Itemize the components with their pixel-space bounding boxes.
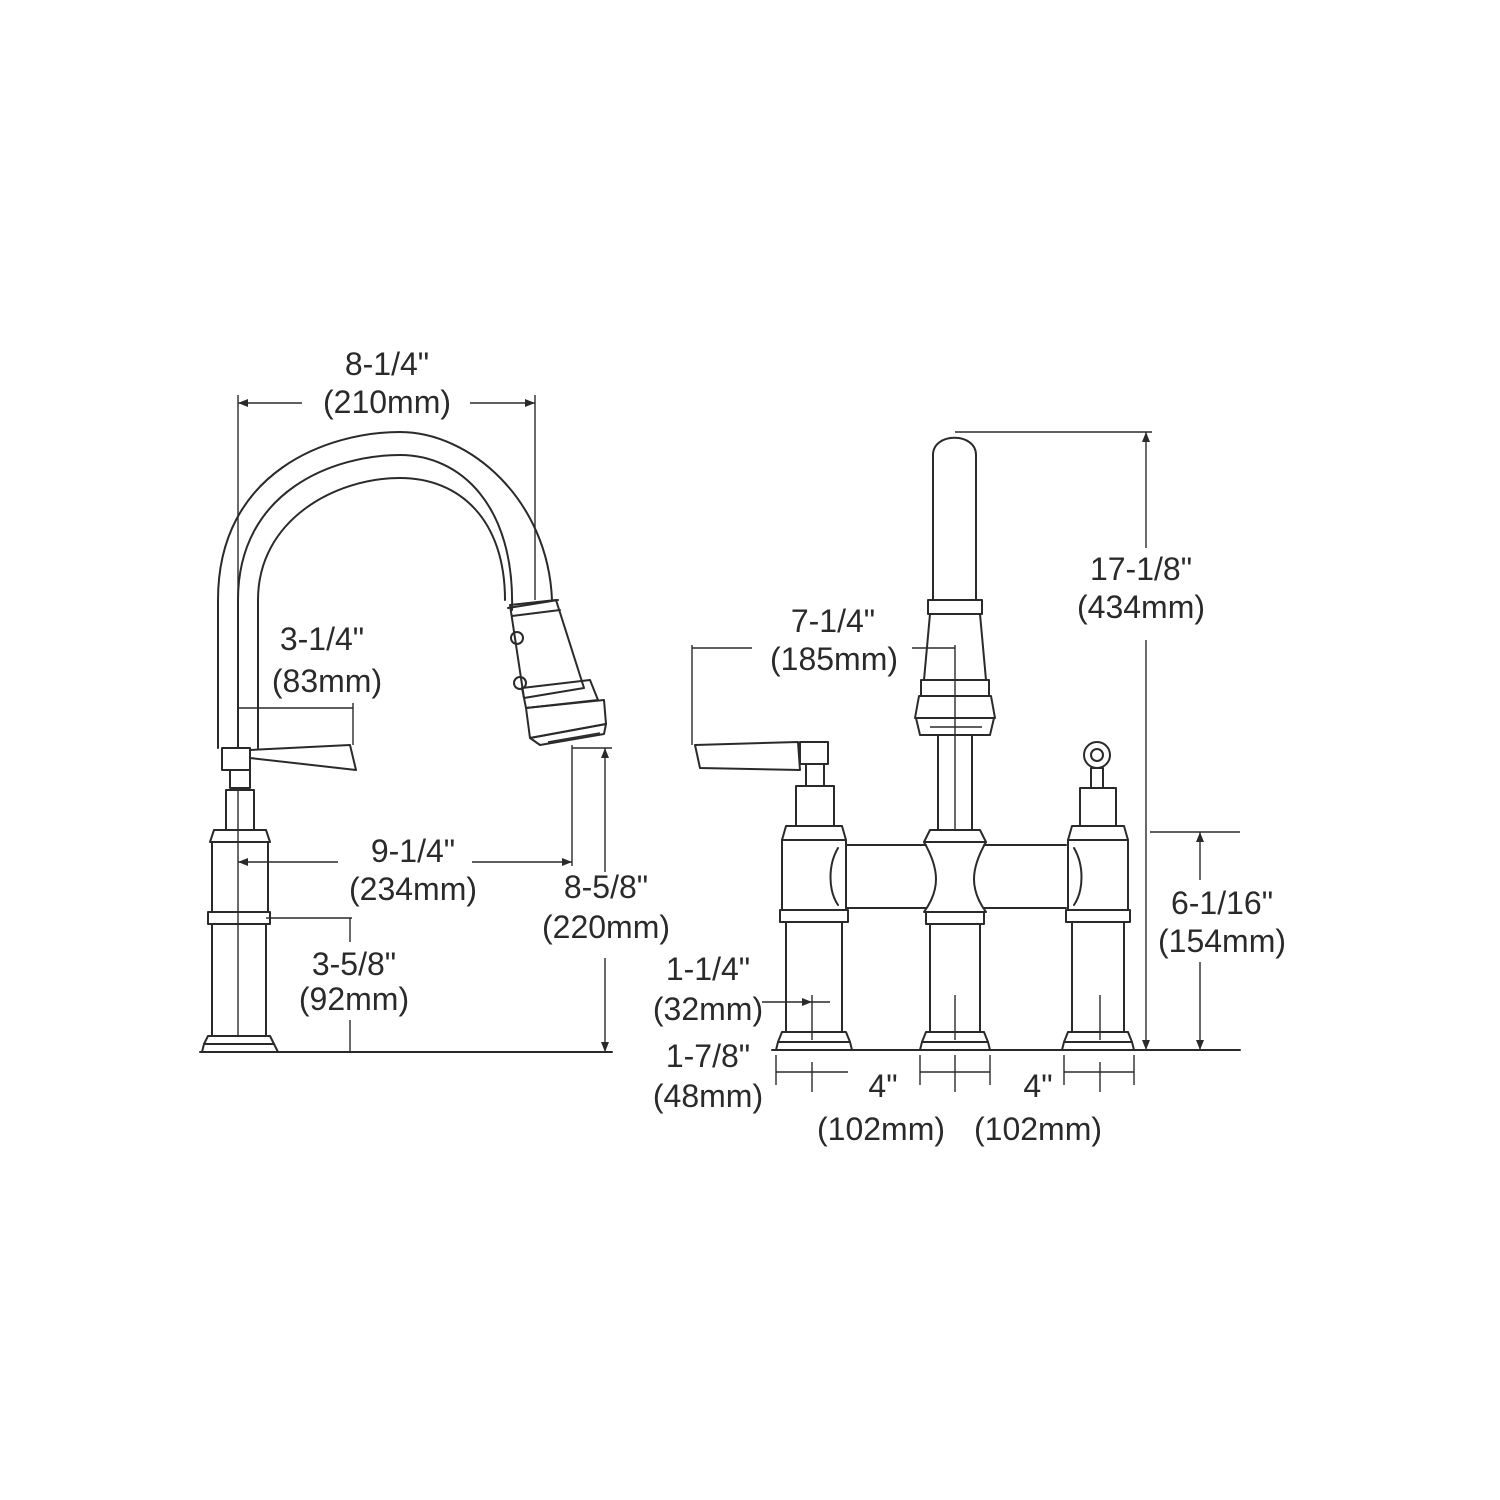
dim-center-spacing: 4" (102mm) 4" (102mm): [817, 1055, 1135, 1147]
dim-spray-height: 8-5/8" (220mm): [542, 747, 670, 1052]
overall-height-mm: (434mm): [1077, 589, 1205, 625]
side-handle-length-mm: (83mm): [272, 663, 382, 699]
bridge-pipes: [829, 844, 1083, 909]
front-handle-reach-in: 7-1/4": [791, 603, 875, 639]
front-view-faucet: [694, 436, 1241, 1051]
spray-height-mm: (220mm): [542, 909, 670, 945]
spout-inner-curve: [237, 454, 514, 749]
handle-to-spray-in: 9-1/4": [371, 833, 455, 869]
center-right-mm: (102mm): [974, 1111, 1102, 1147]
side-view-faucet: [199, 431, 613, 1053]
side-handle-length-in: 3-1/4": [280, 621, 364, 657]
shank-diameter-mm: (32mm): [653, 991, 763, 1027]
dim-bridge-height: 6-1/16" (154mm): [1150, 831, 1286, 1050]
dim-front-handle-reach: 7-1/4" (185mm): [691, 603, 956, 830]
spray-height-in: 8-5/8": [564, 869, 648, 905]
dim-handle-to-spray: 9-1/4" (234mm): [238, 745, 573, 907]
center-right-in: 4": [1023, 1068, 1052, 1104]
side-handle: [221, 744, 357, 789]
overall-height-in: 17-1/8": [1090, 551, 1192, 587]
center-left-in: 4": [868, 1068, 897, 1104]
bridge-height-in: 6-1/16": [1171, 885, 1273, 921]
front-handle-reach-mm: (185mm): [770, 641, 898, 677]
base-to-handle-mm: (92mm): [299, 981, 409, 1017]
spout-column: [932, 436, 977, 601]
center-left-mm: (102mm): [817, 1111, 945, 1147]
spout-reach-mm: (210mm): [323, 384, 451, 420]
dim-base-to-handle: 3-5/8" (92mm): [266, 917, 409, 1052]
spout-core-curve: [257, 477, 506, 749]
dim-base-diameter: 1-7/8" (48mm): [653, 1038, 848, 1114]
side-spray-knob-icon: [1083, 741, 1111, 769]
spray-head: [507, 599, 607, 746]
front-right-leg: [1061, 741, 1135, 1051]
spray-button-icon: [510, 631, 524, 645]
dim-overall-height: 17-1/8" (434mm): [955, 431, 1205, 1050]
faucet-body-side: [201, 789, 279, 1053]
dim-shank-diameter: 1-1/4" (32mm): [653, 951, 1101, 1040]
shank-diameter-in: 1-1/4": [666, 951, 750, 987]
handle-to-spray-mm: (234mm): [349, 871, 477, 907]
base-to-handle-in: 3-5/8": [312, 946, 396, 982]
base-diameter-mm: (48mm): [653, 1078, 763, 1114]
dim-spout-reach: 8-1/4" (210mm): [237, 346, 536, 748]
bridge-height-mm: (154mm): [1158, 923, 1286, 959]
base-diameter-in: 1-7/8": [666, 1038, 750, 1074]
spout-reach-in: 8-1/4": [345, 346, 429, 382]
dim-side-handle-length: 3-1/4" (83mm): [237, 621, 382, 748]
front-left-leg: [694, 741, 853, 1051]
